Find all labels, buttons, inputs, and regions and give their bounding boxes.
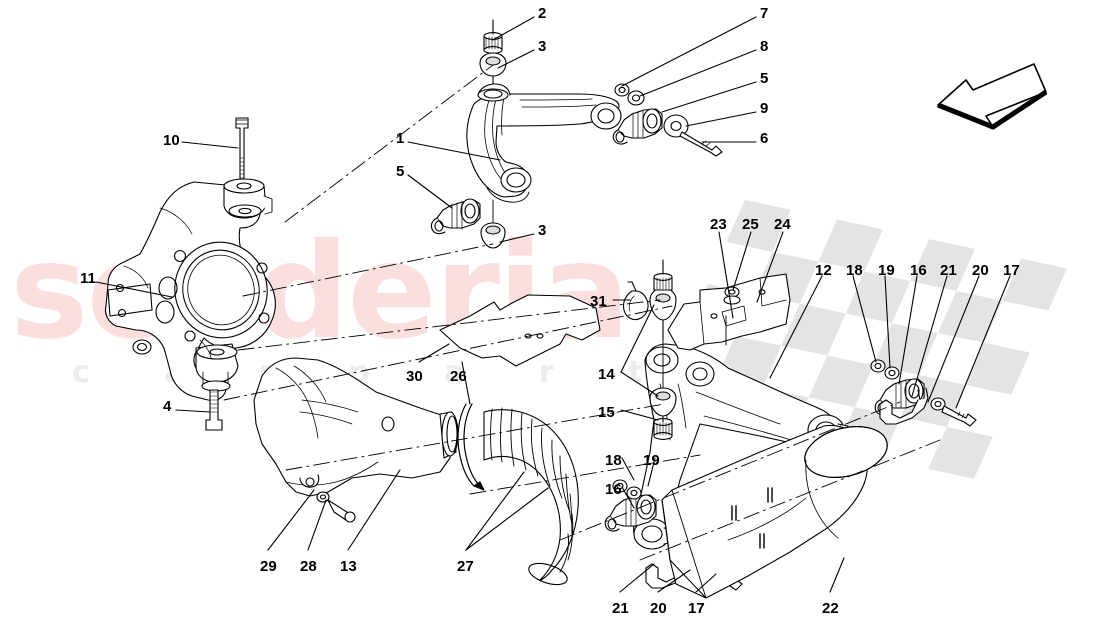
part-washer-8 <box>627 90 645 106</box>
part-duct-clamp-26 <box>457 403 485 491</box>
part-lower-ball-joint-16 <box>604 479 657 532</box>
callout-number-7: 7 <box>760 5 769 22</box>
callout-number-4: 4 <box>163 398 172 415</box>
callout-number-17a: 17 <box>1003 262 1020 279</box>
callout-number-23: 23 <box>710 216 727 233</box>
callout-number-21a: 21 <box>940 262 957 279</box>
callout-number-26: 26 <box>450 368 467 385</box>
callout-number-9: 9 <box>760 100 769 117</box>
callout-number-5a: 5 <box>760 70 769 87</box>
part-wheel-knuckle <box>104 178 276 402</box>
callout-number-20a: 20 <box>972 262 989 279</box>
callout-number-28: 28 <box>300 558 317 575</box>
callout-number-24: 24 <box>774 216 791 233</box>
callout-number-19a: 19 <box>878 262 895 279</box>
part-shield-washer-25 <box>723 286 741 305</box>
part-ball-joint-5b <box>430 198 481 235</box>
part-lower-control-arm-12 <box>633 343 849 550</box>
callout-number-21b: 21 <box>612 600 629 617</box>
part-clip-21a <box>879 387 929 425</box>
part-flex-hose-27 <box>483 407 579 586</box>
callout-number-12: 12 <box>815 262 832 279</box>
callout-number-27: 27 <box>457 558 474 575</box>
callout-number-18b: 18 <box>605 452 622 469</box>
part-cooling-duct-22 <box>661 424 888 599</box>
part-upper-control-arm <box>466 83 622 203</box>
callout-number-13: 13 <box>340 558 357 575</box>
assembly-centre-lines <box>223 64 941 561</box>
part-rubber-shield-30 <box>439 294 601 367</box>
callout-number-3b: 3 <box>538 222 547 239</box>
callout-number-10: 10 <box>163 132 180 149</box>
part-bushing-14 <box>649 259 677 341</box>
callout-number-22: 22 <box>822 600 839 617</box>
leader-lines <box>95 16 1011 593</box>
part-ball-joint-16a <box>870 359 925 416</box>
callout-number-31: 31 <box>590 293 607 310</box>
callout-number-17b: 17 <box>688 600 705 617</box>
part-heat-shield-24 <box>667 273 791 351</box>
callout-number-3a: 3 <box>538 38 547 55</box>
callout-number-29: 29 <box>260 558 277 575</box>
part-bolt-4 <box>205 389 223 431</box>
part-duct-screw-28 <box>327 499 356 523</box>
callout-number-18a: 18 <box>846 262 863 279</box>
callout-number-8: 8 <box>760 38 769 55</box>
callout-number-20b: 20 <box>650 600 667 617</box>
callout-number-16b: 16 <box>605 481 622 498</box>
callout-number-25: 25 <box>742 216 759 233</box>
part-lower-bushing-3b <box>480 199 506 249</box>
part-ball-joint-5a <box>612 108 663 145</box>
callout-number-16a: 16 <box>910 262 927 279</box>
part-stud-17a <box>941 405 977 427</box>
callout-number-15: 15 <box>598 404 615 421</box>
callout-number-2: 2 <box>538 5 547 22</box>
callout-number-5b: 5 <box>396 163 405 180</box>
direction-arrow <box>937 63 1048 130</box>
callout-number-1: 1 <box>396 130 405 147</box>
callout-number-19b: 19 <box>643 452 660 469</box>
callout-number-6: 6 <box>760 130 769 147</box>
callout-number-30: 30 <box>406 368 423 385</box>
part-washer-20a <box>930 397 946 411</box>
callout-number-14: 14 <box>598 366 615 383</box>
part-nut-7 <box>614 83 630 97</box>
callout-number-11: 11 <box>80 270 96 287</box>
